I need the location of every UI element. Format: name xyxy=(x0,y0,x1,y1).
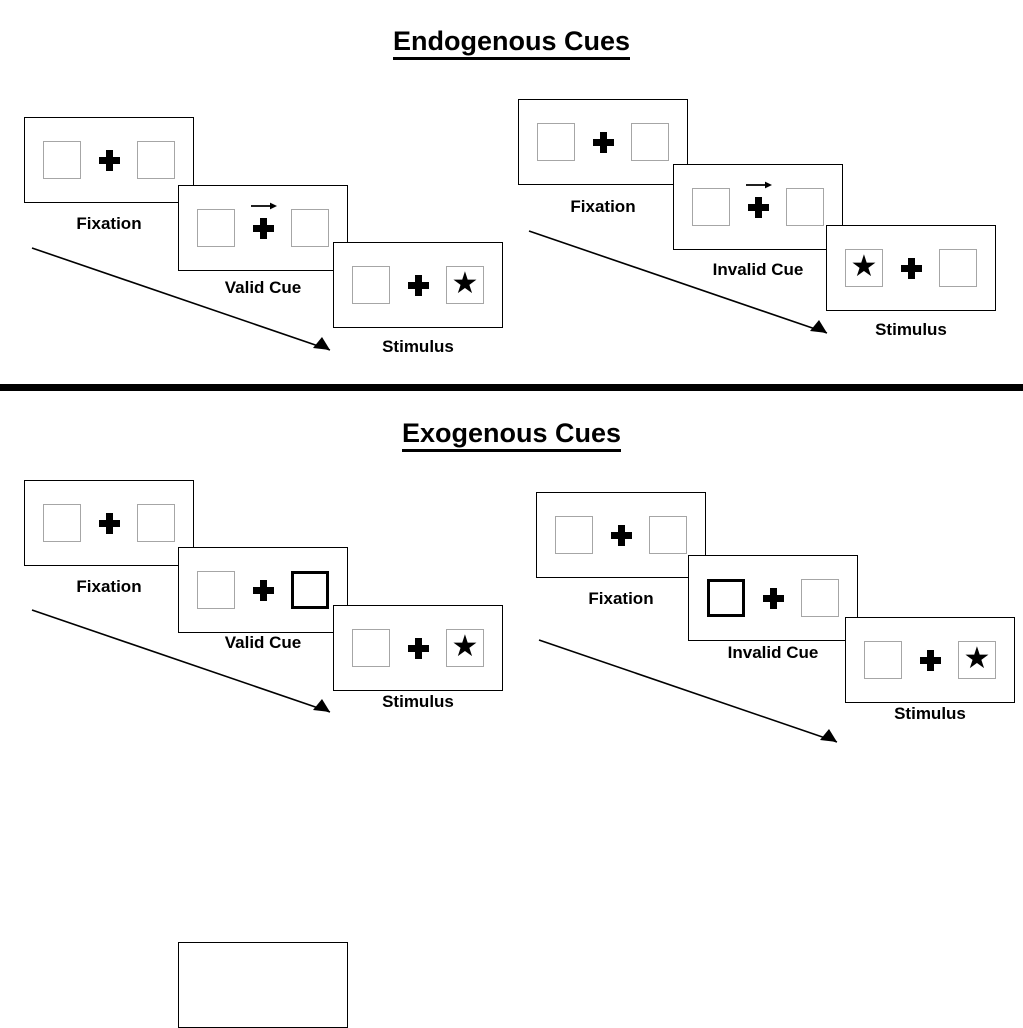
section-endogenous-cues: Endogenous Cues Fixation xyxy=(0,0,1023,388)
plus-icon xyxy=(253,218,274,239)
right-box xyxy=(291,209,329,247)
frame-exogenous-valid-cue[interactable] xyxy=(178,942,348,1028)
frame-label-stimulus: Stimulus xyxy=(382,692,454,711)
frame-label-invalid-cue: Invalid Cue xyxy=(712,260,804,279)
plus-icon xyxy=(611,525,632,546)
section-exogenous-cues: Exogenous Cues Fixation xyxy=(0,392,1023,1028)
right-box xyxy=(939,249,977,287)
left-box xyxy=(692,188,730,226)
exogenous-section-title: Exogenous Cues xyxy=(0,418,1023,452)
fixation-cross-wrap xyxy=(590,132,616,153)
frame-exogenous-invalid-cue[interactable] xyxy=(688,555,858,641)
plus-icon xyxy=(99,150,120,171)
frame-label-fixation: Fixation xyxy=(588,589,654,608)
frame-exogenous-invalid-stimulus[interactable]: ★ xyxy=(845,617,1015,703)
fixation-cross-wrap xyxy=(760,588,786,609)
frame-endogenous-invalid-fixation[interactable] xyxy=(518,99,688,185)
frame-label-stimulus: Stimulus xyxy=(875,320,947,339)
star-icon: ★ xyxy=(451,267,479,300)
right-box xyxy=(137,504,175,542)
frame-endogenous-valid-stimulus[interactable]: ★ xyxy=(333,242,503,328)
right-box xyxy=(631,123,669,161)
section-divider xyxy=(0,384,1023,391)
frame-label-invalid-cue: Invalid Cue xyxy=(727,643,819,662)
left-box xyxy=(555,516,593,554)
left-box xyxy=(197,209,235,247)
frame-exogenous-valid-fixation[interactable] xyxy=(24,480,194,566)
plus-icon xyxy=(748,197,769,218)
left-box xyxy=(43,504,81,542)
exogenous-section-title-text: Exogenous Cues xyxy=(401,418,622,452)
left-box xyxy=(864,641,902,679)
frame-endogenous-invalid-cue[interactable] xyxy=(673,164,843,250)
fixation-cross-wrap xyxy=(96,513,122,534)
left-box xyxy=(352,629,390,667)
frame-label-valid-cue: Valid Cue xyxy=(224,278,302,297)
left-box xyxy=(537,123,575,161)
left-box xyxy=(352,266,390,304)
left-box: ★ xyxy=(845,249,883,287)
frame-label-valid-cue: Valid Cue xyxy=(224,633,302,652)
plus-icon xyxy=(920,650,941,671)
star-icon: ★ xyxy=(451,630,479,663)
plus-icon xyxy=(408,275,429,296)
frame-label-fixation: Fixation xyxy=(76,214,142,233)
fixation-cross-wrap xyxy=(96,150,122,171)
right-box-cued xyxy=(291,571,329,609)
plus-icon xyxy=(901,258,922,279)
fixation-cross-wrap xyxy=(917,650,943,671)
frame-label-stimulus: Stimulus xyxy=(894,704,966,723)
fixation-cross-wrap xyxy=(405,275,431,296)
frame-exogenous-invalid-fixation[interactable] xyxy=(536,492,706,578)
frame-endogenous-valid-cue[interactable] xyxy=(178,185,348,271)
right-arrow-icon xyxy=(251,201,278,212)
plus-icon xyxy=(593,132,614,153)
frame-endogenous-invalid-stimulus[interactable]: ★ xyxy=(826,225,996,311)
left-box-cued xyxy=(707,579,745,617)
frame-endogenous-valid-fixation[interactable] xyxy=(24,117,194,203)
right-box xyxy=(786,188,824,226)
plus-icon xyxy=(99,513,120,534)
star-icon: ★ xyxy=(850,250,878,283)
star-icon: ★ xyxy=(963,642,991,675)
right-box xyxy=(649,516,687,554)
left-box xyxy=(197,571,235,609)
right-box xyxy=(801,579,839,617)
right-box xyxy=(137,141,175,179)
plus-icon xyxy=(253,580,274,601)
fixation-cross-wrap xyxy=(250,580,276,601)
frame-exogenous-valid-cue[interactable] xyxy=(178,547,348,633)
right-box: ★ xyxy=(446,266,484,304)
fixation-cross-wrap xyxy=(898,258,924,279)
fixation-cross-wrap xyxy=(250,202,277,239)
fixation-cross-wrap xyxy=(745,181,772,218)
endogenous-section-title-text: Endogenous Cues xyxy=(392,26,630,60)
frame-label-stimulus: Stimulus xyxy=(382,337,454,356)
frame-exogenous-valid-stimulus[interactable]: ★ xyxy=(333,605,503,691)
right-box: ★ xyxy=(446,629,484,667)
plus-icon xyxy=(763,588,784,609)
frame-label-fixation: Fixation xyxy=(570,197,636,216)
plus-icon xyxy=(408,638,429,659)
right-arrow-icon xyxy=(746,180,773,191)
left-box xyxy=(43,141,81,179)
fixation-cross-wrap xyxy=(405,638,431,659)
endogenous-section-title: Endogenous Cues xyxy=(0,26,1023,60)
right-box: ★ xyxy=(958,641,996,679)
frame-label-fixation: Fixation xyxy=(76,577,142,596)
fixation-cross-wrap xyxy=(608,525,634,546)
